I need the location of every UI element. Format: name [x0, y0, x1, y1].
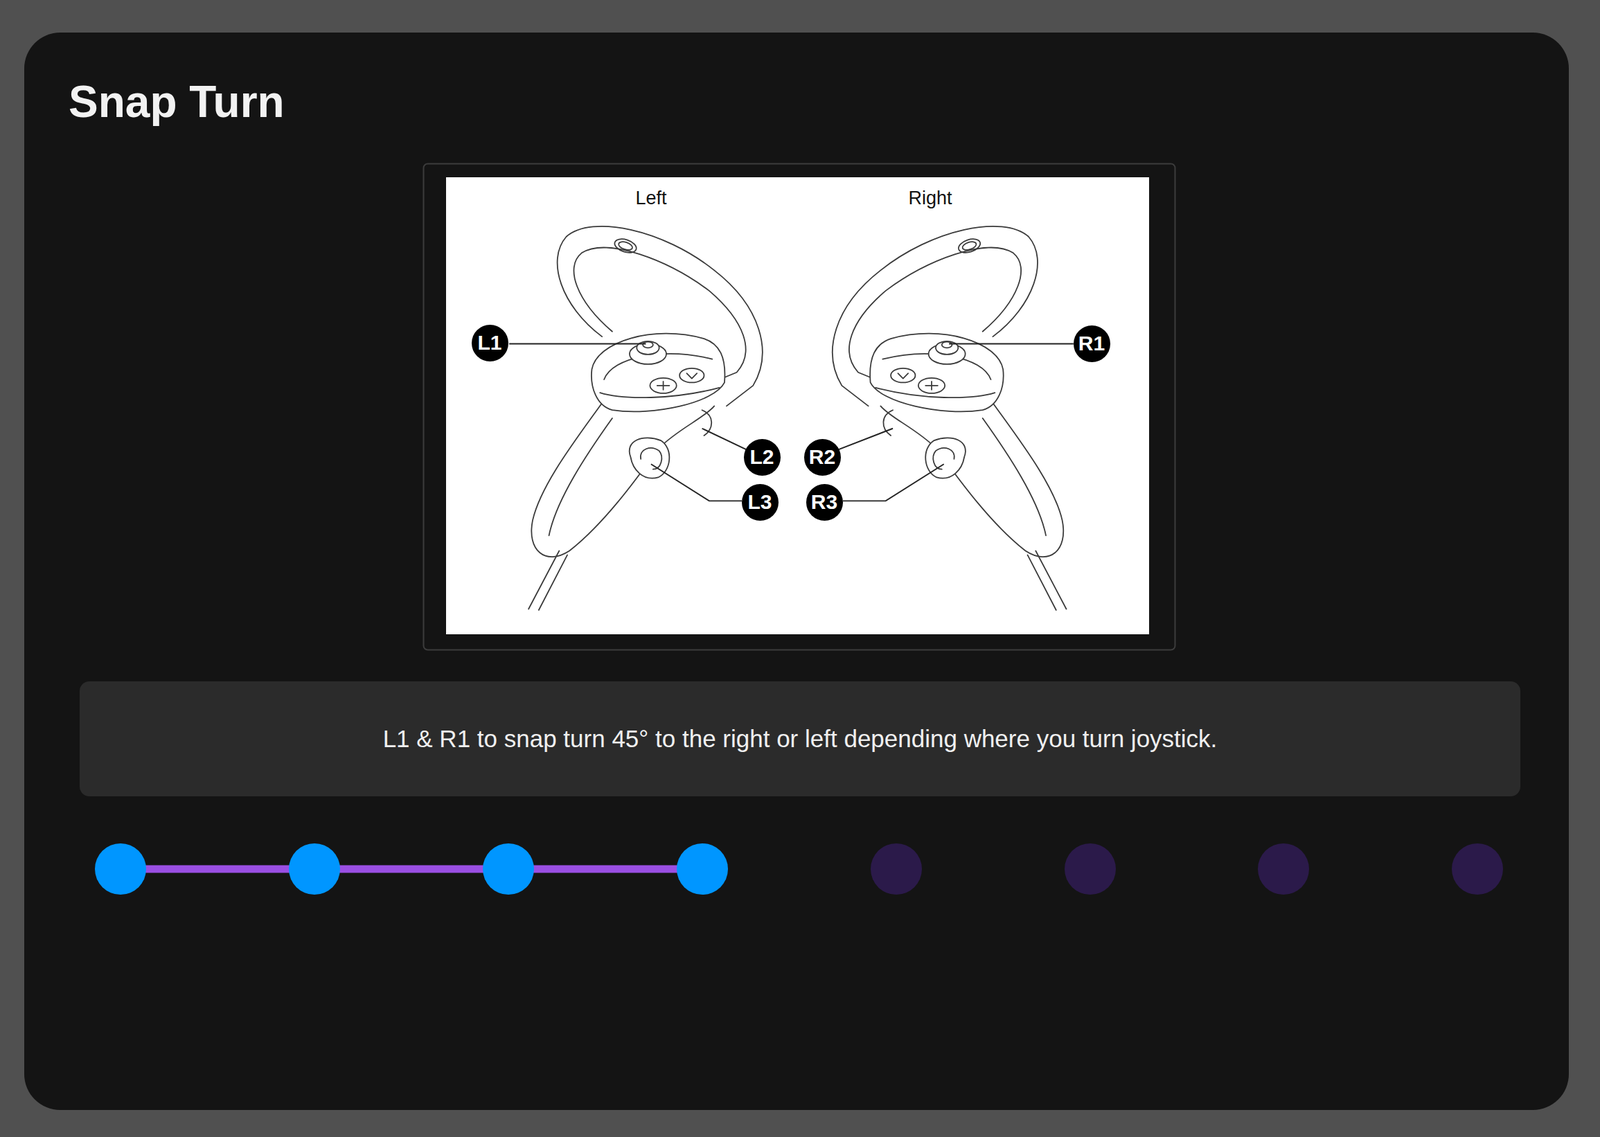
callout-number: R3 — [806, 484, 843, 521]
progress-dot — [94, 843, 147, 895]
image-frame — [423, 164, 1176, 651]
callout-label: L1 — [477, 332, 502, 354]
instruction-text: L1 & R1 to snap turn 45° to the right or… — [383, 723, 1218, 755]
progress-dot — [870, 843, 922, 895]
callout-number: L1 — [471, 324, 509, 362]
instruction-panel: L1 & R1 to snap turn 45° to the right or… — [79, 681, 1521, 797]
callout-label: L2 — [749, 446, 774, 468]
controller-image — [446, 177, 1150, 635]
callout-number: L2 — [743, 439, 781, 476]
controller-illustration — [509, 226, 1074, 611]
leader-lines — [509, 343, 1074, 501]
progress-dot — [482, 843, 535, 895]
side-label: Right — [908, 187, 952, 210]
callout-label: R3 — [811, 491, 838, 513]
progress-dot — [1451, 843, 1504, 895]
callout-number: R2 — [804, 439, 841, 476]
callout-label: R1 — [1078, 333, 1105, 354]
callout-number: R1 — [1073, 325, 1111, 363]
callout-label: L3 — [747, 491, 772, 513]
page-title: Snap Turn — [68, 75, 285, 129]
side-label: Left — [635, 187, 667, 210]
progress-dots — [94, 843, 1504, 895]
callout-number: L3 — [741, 484, 779, 521]
card — [24, 32, 1569, 1111]
callout-label: R2 — [809, 446, 836, 468]
progress-dot — [288, 843, 341, 895]
progress-dot — [1064, 843, 1116, 895]
progress-dot — [676, 843, 728, 895]
progress-dot — [1257, 843, 1310, 895]
progress-line — [120, 865, 703, 874]
